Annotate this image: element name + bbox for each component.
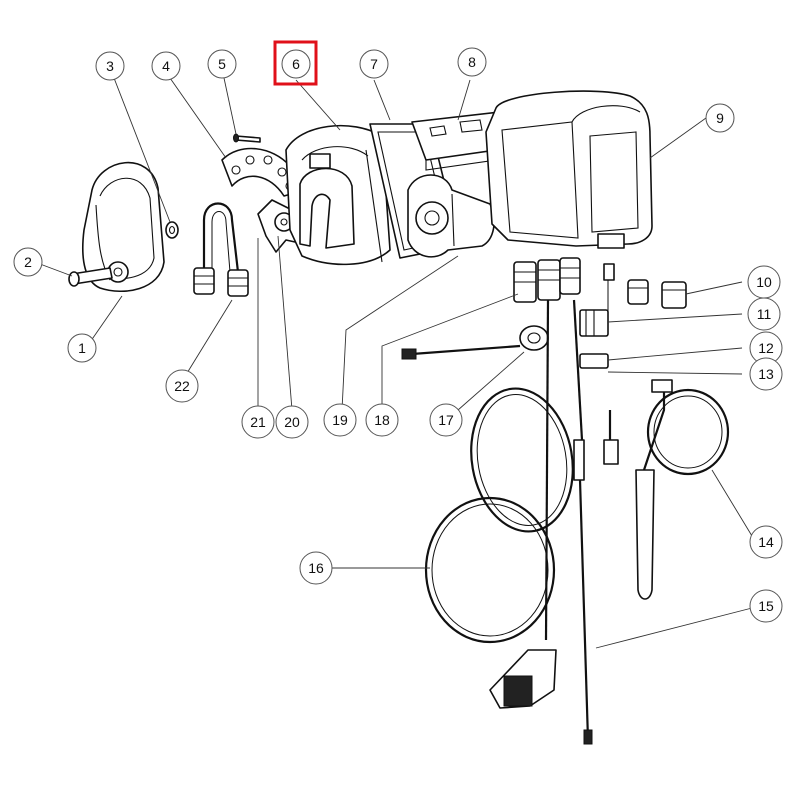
callout-14: 14 bbox=[749, 525, 783, 559]
callout-7: 7 bbox=[359, 49, 389, 79]
callout-15: 15 bbox=[749, 589, 783, 623]
callout-11: 11 bbox=[747, 297, 781, 331]
callout-label-10: 10 bbox=[756, 274, 772, 290]
part-knob-screw bbox=[68, 267, 113, 287]
callout-label-9: 9 bbox=[716, 110, 724, 126]
callout-label-14: 14 bbox=[758, 534, 774, 550]
callout-label-17: 17 bbox=[438, 412, 454, 428]
callout-label-16: 16 bbox=[308, 560, 324, 576]
highlight-box bbox=[273, 40, 318, 86]
part-power-cable bbox=[424, 299, 574, 709]
part-screw bbox=[233, 133, 261, 143]
callout-22: 22 bbox=[165, 369, 199, 403]
callout-13: 13 bbox=[749, 357, 783, 391]
callout-6: 6 bbox=[281, 49, 311, 79]
callout-label-19: 19 bbox=[332, 412, 348, 428]
callout-3: 3 bbox=[95, 51, 125, 81]
callout-label-5: 5 bbox=[218, 56, 226, 72]
callout-label-8: 8 bbox=[468, 54, 476, 70]
callout-label-12: 12 bbox=[758, 340, 774, 356]
callout-4: 4 bbox=[151, 51, 181, 81]
part-main-housing bbox=[485, 90, 653, 249]
part-small-cable bbox=[401, 325, 549, 360]
callout-20: 20 bbox=[275, 405, 309, 439]
callout-label-15: 15 bbox=[758, 598, 774, 614]
part-front-cover bbox=[81, 161, 165, 293]
callout-label-3: 3 bbox=[106, 58, 114, 74]
part-plug-connector bbox=[579, 263, 615, 369]
callout-label-1: 1 bbox=[78, 340, 86, 356]
part-cable-glands bbox=[513, 257, 581, 303]
callout-label-20: 20 bbox=[284, 414, 300, 430]
callout-16: 16 bbox=[299, 551, 333, 585]
callout-label-13: 13 bbox=[758, 366, 774, 382]
callout-label-22: 22 bbox=[174, 378, 190, 394]
callout-label-21: 21 bbox=[250, 414, 266, 430]
callout-bubbles: 1 2 3 4 5 6 7 8 9 10 11 12 13 14 15 16 1… bbox=[13, 47, 783, 623]
part-motor bbox=[407, 174, 495, 258]
part-washer bbox=[165, 221, 179, 239]
callout-1: 1 bbox=[67, 333, 97, 363]
callout-5: 5 bbox=[207, 49, 237, 79]
callout-17: 17 bbox=[429, 403, 463, 437]
leader-lines bbox=[39, 77, 753, 649]
callout-label-2: 2 bbox=[24, 254, 32, 270]
callout-10: 10 bbox=[747, 265, 781, 299]
callout-label-7: 7 bbox=[370, 56, 378, 72]
callout-label-6: 6 bbox=[292, 56, 300, 72]
part-pump-housing bbox=[285, 124, 391, 266]
part-connectors bbox=[627, 279, 687, 309]
callout-19: 19 bbox=[323, 403, 357, 437]
callout-21: 21 bbox=[241, 405, 275, 439]
callout-2: 2 bbox=[13, 247, 43, 277]
callout-18: 18 bbox=[365, 403, 399, 437]
callout-label-11: 11 bbox=[757, 306, 772, 322]
part-sensor-probe bbox=[603, 379, 730, 600]
callout-label-4: 4 bbox=[162, 58, 170, 74]
part-probe-rod bbox=[572, 299, 593, 745]
callout-9: 9 bbox=[705, 103, 735, 133]
callout-label-18: 18 bbox=[374, 412, 390, 428]
callout-8: 8 bbox=[457, 47, 487, 77]
part-roller-plate bbox=[221, 147, 299, 197]
part-pump-tube bbox=[193, 202, 249, 297]
